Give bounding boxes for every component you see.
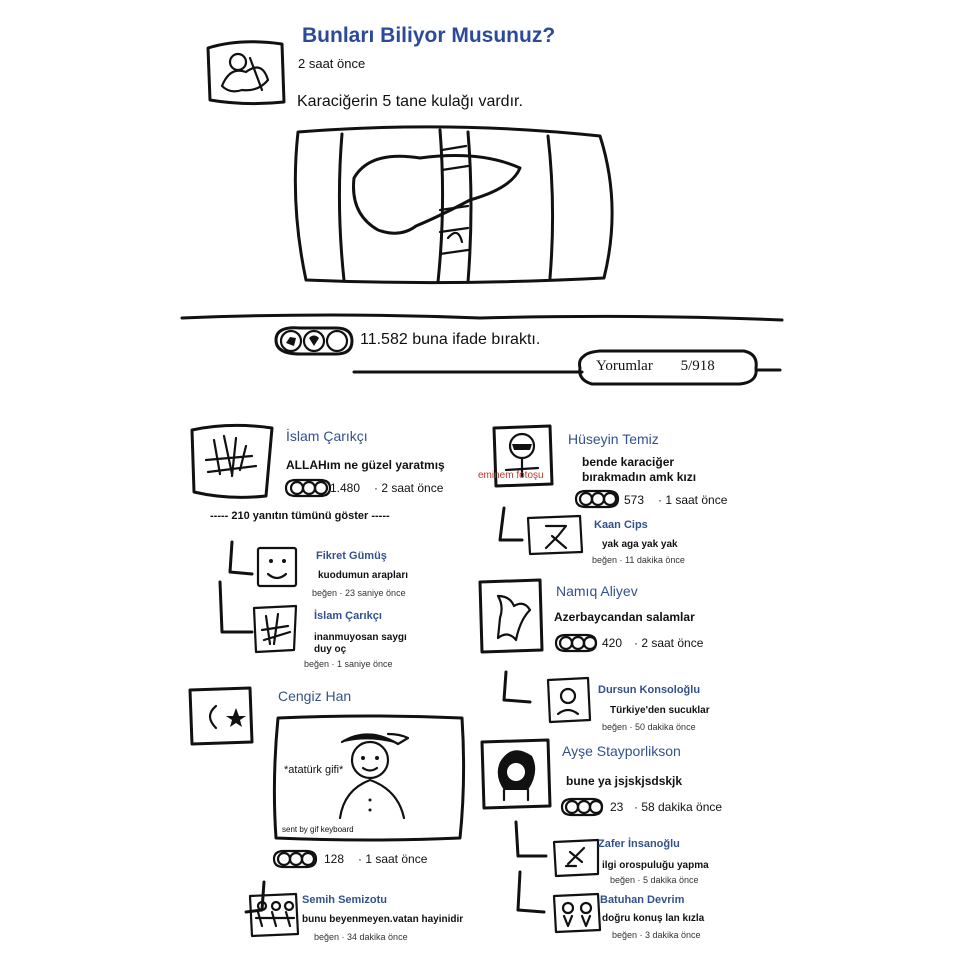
gif-image[interactable] xyxy=(272,714,466,842)
thread-line xyxy=(516,870,546,914)
divider-line xyxy=(180,313,784,322)
reply-author[interactable]: İslam Çarıkçı xyxy=(314,610,382,622)
reply-text: doğru konuş lan kızla xyxy=(602,913,705,924)
thread-line xyxy=(502,670,532,704)
reply-author[interactable]: Semih Semizotu xyxy=(302,894,387,906)
like-count: 128 xyxy=(324,852,345,866)
reply-text: kuodumun arapları xyxy=(318,570,409,581)
comments-tab-count: 5/918 xyxy=(680,358,715,374)
gif-credit: sent by gif keyboard xyxy=(282,825,354,834)
comment-time: · 1 saat önce xyxy=(658,493,728,507)
post-text: Karaciğerin 5 tane kulağı vardır. xyxy=(297,93,523,110)
comments-tab-label: Yorumlar xyxy=(596,358,653,374)
reaction-icons[interactable] xyxy=(274,326,354,356)
reply-author[interactable]: Kaan Cips xyxy=(594,519,648,531)
reply-author[interactable]: Dursun Konsoloğlu xyxy=(598,684,701,696)
like-count: 420 xyxy=(602,636,623,650)
ayse-stayporlikson-avatar-icon[interactable] xyxy=(480,738,552,810)
like-count: 23 xyxy=(610,800,624,814)
reply-meta[interactable]: beğen · 3 dakika önce xyxy=(612,930,701,940)
comment-time: · 1 saat önce xyxy=(358,852,428,866)
kaan-cips-avatar-icon[interactable] xyxy=(526,514,584,556)
comment-text: Azerbaycandan salamlar xyxy=(554,610,695,624)
fikret-gumus-avatar-icon[interactable] xyxy=(256,546,298,588)
reply-meta[interactable]: beğen · 1 saniye önce xyxy=(304,659,393,669)
reply-text: yak aga yak yak xyxy=(602,539,678,550)
comment-time: · 2 saat önce xyxy=(634,636,704,650)
reply-meta[interactable]: beğen · 11 dakika önce xyxy=(592,555,685,565)
post-time: 2 saat önce xyxy=(298,56,366,71)
post-title[interactable]: Bunları Biliyor Musunuz? xyxy=(302,24,556,47)
page-avatar-icon[interactable] xyxy=(206,40,286,106)
like-pill-icon[interactable] xyxy=(554,633,598,653)
thread-line xyxy=(498,506,524,542)
comments-tab[interactable]: Yorumlar 5/918 xyxy=(596,358,715,375)
batuhan-devrim-avatar-icon[interactable] xyxy=(552,892,602,934)
thread-line xyxy=(228,540,254,576)
comment-author[interactable]: Ayşe Stayporlikson xyxy=(562,743,681,759)
comments-tab-outline[interactable] xyxy=(578,349,758,386)
like-count: 1.480 xyxy=(330,481,361,495)
namiq-aliyev-avatar-icon[interactable] xyxy=(478,578,544,654)
show-all-replies-link[interactable]: ----- 210 yanıtın tümünü göster ----- xyxy=(210,510,390,522)
comment-author[interactable]: Cengiz Han xyxy=(278,688,352,704)
reply-text: bunu beyenmeyen.vatan hayinidir xyxy=(302,914,464,925)
comment-time: · 58 dakika önce xyxy=(634,800,723,814)
reply-meta[interactable]: beğen · 23 saniye önce xyxy=(312,588,406,598)
reactions-count[interactable]: 11.582 buna ifade bıraktı. xyxy=(360,331,541,348)
comment-text: bende karaciğer bırakmadın amk kızı xyxy=(582,455,697,484)
semih-semizotu-avatar-icon[interactable] xyxy=(248,892,300,938)
reply-meta[interactable]: beğen · 50 dakika önce xyxy=(602,722,696,732)
like-pill-icon[interactable] xyxy=(574,489,620,509)
reply-text: inanmuyosan saygı duy oç xyxy=(314,632,407,655)
islam-carikci-reply-avatar-icon[interactable] xyxy=(252,604,298,654)
huseyin-temiz-avatar-icon[interactable] xyxy=(492,424,554,488)
islam-carikci-avatar-icon[interactable] xyxy=(190,423,274,499)
comment-author[interactable]: Hüseyin Temiz xyxy=(568,431,659,447)
comment-time: · 2 saat önce xyxy=(374,481,444,495)
like-pill-icon[interactable] xyxy=(560,797,604,817)
like-count: 573 xyxy=(624,493,645,507)
comment-text: bune ya jsjskjsdskjk xyxy=(566,774,683,788)
reply-author[interactable]: Zafer İnsanoğlu xyxy=(598,838,680,850)
eminem-watermark: eminem fotoşu xyxy=(478,470,544,481)
thread-line xyxy=(244,880,266,914)
liver-illustration xyxy=(293,125,614,285)
thread-line xyxy=(218,580,254,634)
thread-line xyxy=(514,820,548,858)
reply-author[interactable]: Fikret Gümüş xyxy=(316,550,387,562)
zafer-insanoglu-avatar-icon[interactable] xyxy=(552,838,600,878)
comment-author[interactable]: Namıq Aliyev xyxy=(556,583,638,599)
reply-text: Türkiye'den sucuklar xyxy=(610,705,710,716)
reply-meta[interactable]: beğen · 34 dakika önce xyxy=(314,932,408,942)
cengiz-han-avatar-icon[interactable] xyxy=(188,686,254,746)
like-pill-icon[interactable] xyxy=(284,478,332,498)
reply-text: ilgi orospuluğu yapma xyxy=(602,860,709,871)
like-pill-icon[interactable] xyxy=(272,849,318,869)
comment-text: ALLAHım ne güzel yaratmış xyxy=(286,458,445,472)
reply-author[interactable]: Batuhan Devrim xyxy=(600,894,685,906)
dursun-konsologlu-avatar-icon[interactable] xyxy=(546,676,592,724)
gif-caption: *atatürk gifi* xyxy=(284,764,344,776)
comment-author[interactable]: İslam Çarıkçı xyxy=(286,428,368,444)
reply-meta[interactable]: beğen · 5 dakika önce xyxy=(610,875,699,885)
